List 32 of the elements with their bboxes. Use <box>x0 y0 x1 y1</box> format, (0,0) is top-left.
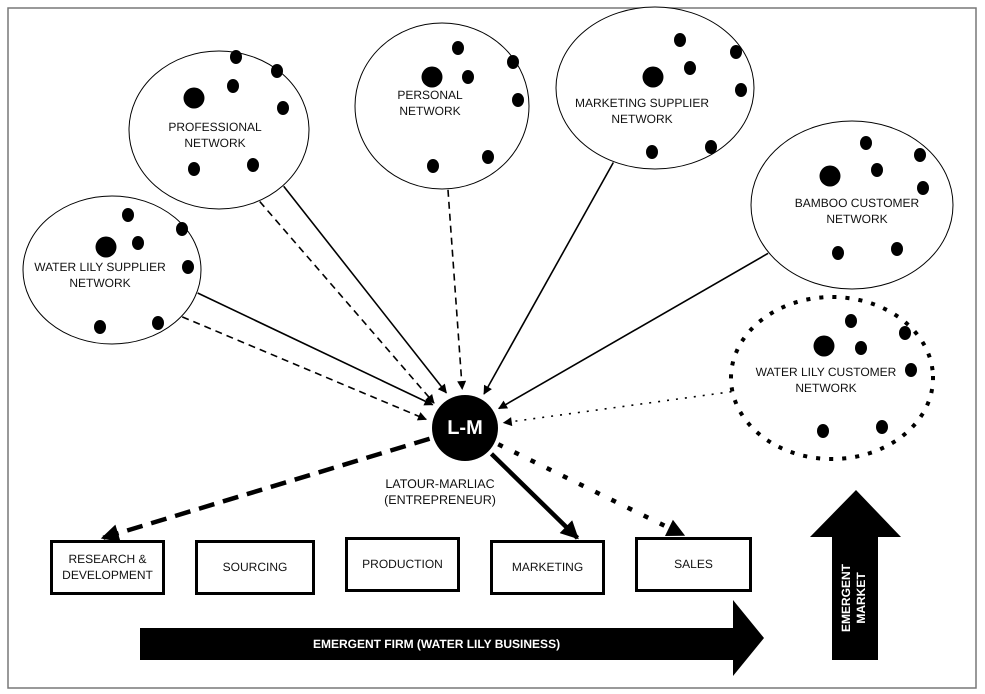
entrepreneur-caption: LATOUR-MARLIAC (ENTREPRENEUR) <box>383 476 497 508</box>
network-label: PERSONAL NETWORK <box>396 88 464 120</box>
arrow <box>497 442 686 538</box>
arrow <box>490 452 580 540</box>
market-arrow-label: EMERGENT MARKET <box>839 563 869 634</box>
activity-box <box>490 540 605 595</box>
entrepreneur-circle <box>432 395 498 461</box>
network-label: PROFESSIONAL NETWORK <box>167 120 263 152</box>
network-label: MARKETING SUPPLIER NETWORK <box>574 96 710 128</box>
arrow <box>447 190 466 390</box>
activity-box <box>345 537 460 592</box>
activity-box <box>50 540 165 595</box>
arrow <box>483 162 614 395</box>
arrow <box>197 292 434 406</box>
activity-label: SOURCING <box>222 560 288 576</box>
arrow <box>259 201 435 404</box>
activity-label: MARKETING <box>512 560 584 576</box>
network-label: BAMBOO CUSTOMER NETWORK <box>794 196 920 228</box>
entrepreneur-initials: L-M <box>447 416 483 441</box>
arrow <box>283 186 447 394</box>
activity-label: RESEARCH & DEVELOPMENT <box>61 552 154 584</box>
activity-label: PRODUCTION <box>362 556 443 572</box>
activity-box <box>635 537 752 592</box>
firm-arrow-label: EMERGENT FIRM (WATER LILY BUSINESS) <box>312 636 562 653</box>
arrow <box>100 436 430 542</box>
arrow <box>502 390 732 426</box>
activity-box <box>195 540 315 595</box>
network-label: WATER LILY SUPPLIER NETWORK <box>33 260 167 292</box>
arrow <box>182 316 427 420</box>
activity-label: SALES <box>674 556 713 572</box>
arrow <box>498 252 768 410</box>
network-label: WATER LILY CUSTOMER NETWORK <box>754 365 898 396</box>
